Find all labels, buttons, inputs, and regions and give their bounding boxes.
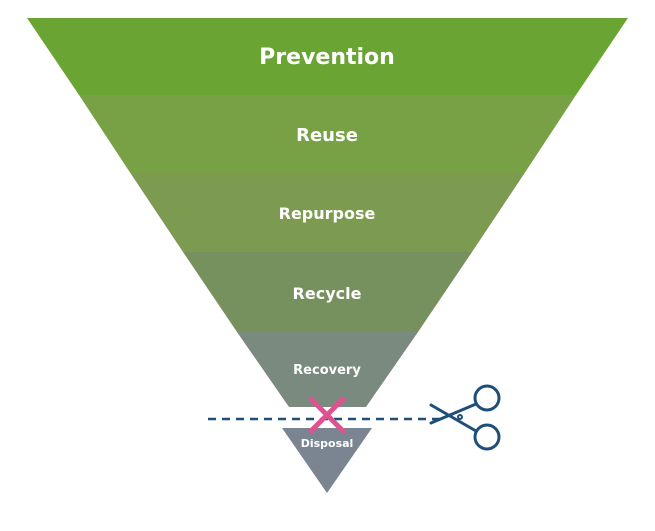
tier-reuse-label: Reuse — [296, 125, 358, 146]
tier-disposal-band — [282, 428, 372, 493]
tier-repurpose-label: Repurpose — [279, 204, 376, 223]
scissors-icon — [429, 384, 501, 451]
tier-reuse-band — [79, 95, 576, 174]
tier-recycle-band — [183, 252, 472, 332]
tier-repurpose-band — [131, 174, 524, 252]
tier-recycle-label: Recycle — [293, 284, 362, 303]
cross-mark-icon — [308, 396, 346, 434]
tier-reuse: Reuse — [79, 95, 576, 174]
tier-prevention-label: Prevention — [259, 45, 395, 70]
tier-recovery-label: Recovery — [293, 363, 361, 378]
tier-disposal-label: Disposal — [301, 437, 354, 450]
tier-recovery: Recovery — [237, 332, 418, 407]
tier-repurpose: Repurpose — [131, 174, 524, 252]
tier-prevention-band — [27, 18, 628, 95]
tier-prevention: Prevention — [27, 18, 628, 95]
tier-recovery-band — [237, 332, 418, 407]
tier-recycle: Recycle — [183, 252, 472, 332]
tier-disposal: Disposal — [282, 428, 372, 493]
